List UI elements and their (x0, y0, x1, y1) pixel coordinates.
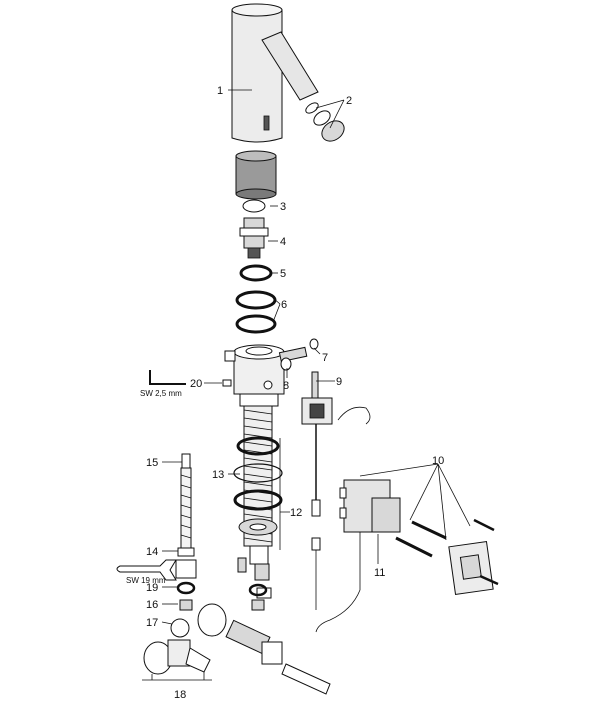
callout-1: 1 (217, 85, 223, 97)
callout-7: 7 (322, 352, 328, 364)
rosette-right (197, 603, 227, 637)
sensor-window (263, 115, 270, 131)
part-1-faucet-body (231, 3, 319, 143)
callout-20: 20 (190, 378, 202, 390)
part-13-washers (233, 436, 283, 536)
part-18-angle-valves (143, 619, 331, 695)
hex-key-tool (149, 370, 186, 385)
callout-8: 8 (283, 380, 289, 392)
callout-3: 3 (280, 201, 286, 213)
part-6-o-rings (235, 290, 277, 334)
callout-13: 13 (212, 469, 224, 481)
part-8-seal (280, 357, 292, 371)
callout-15: 15 (146, 457, 158, 469)
part-5-o-ring (239, 264, 273, 282)
callout-19: 19 (146, 582, 158, 594)
callout-5: 5 (280, 268, 286, 280)
cartridge-cap (235, 150, 277, 200)
callout-16: 16 (146, 599, 158, 611)
part-3-small-ring (242, 199, 266, 213)
part-10-wall-mount (395, 518, 499, 595)
valve-housing (224, 344, 285, 407)
callout-6: 6 (281, 299, 287, 311)
leader-lines (142, 89, 471, 681)
part-11-electronics-box (311, 479, 401, 633)
callout-17: 17 (146, 617, 158, 629)
part-16-insert-right (248, 583, 268, 597)
part-14-hose-nut (175, 547, 197, 579)
callout-11: 11 (374, 567, 385, 579)
hex-key-size-label: SW 2,5 mm (140, 389, 182, 398)
part-2-aerator (305, 102, 345, 142)
part-4-cartridge (239, 217, 269, 259)
wrench-size-label: SW 19 mm (126, 576, 166, 585)
part-16-insert (179, 599, 193, 611)
part-16-insert-right-body (251, 599, 265, 611)
callout-12: 12 (290, 507, 302, 519)
callout-14: 14 (146, 546, 158, 558)
part-17-rosette (170, 618, 190, 638)
part-19-washer (176, 581, 196, 595)
part-9-control-box (301, 371, 371, 517)
callout-18: 18 (174, 689, 186, 701)
part-15-hose (180, 453, 192, 549)
part-20-grub-screw (222, 379, 232, 387)
shank-fittings (237, 545, 272, 599)
callout-labels: 1 2 3 4 5 6 7 8 9 10 11 12 13 14 15 16 1… (126, 85, 444, 701)
callout-2: 2 (346, 95, 352, 107)
wrench-tool (116, 559, 177, 581)
callout-4: 4 (280, 236, 286, 248)
callout-10: 10 (432, 455, 444, 467)
callout-9: 9 (336, 376, 342, 388)
